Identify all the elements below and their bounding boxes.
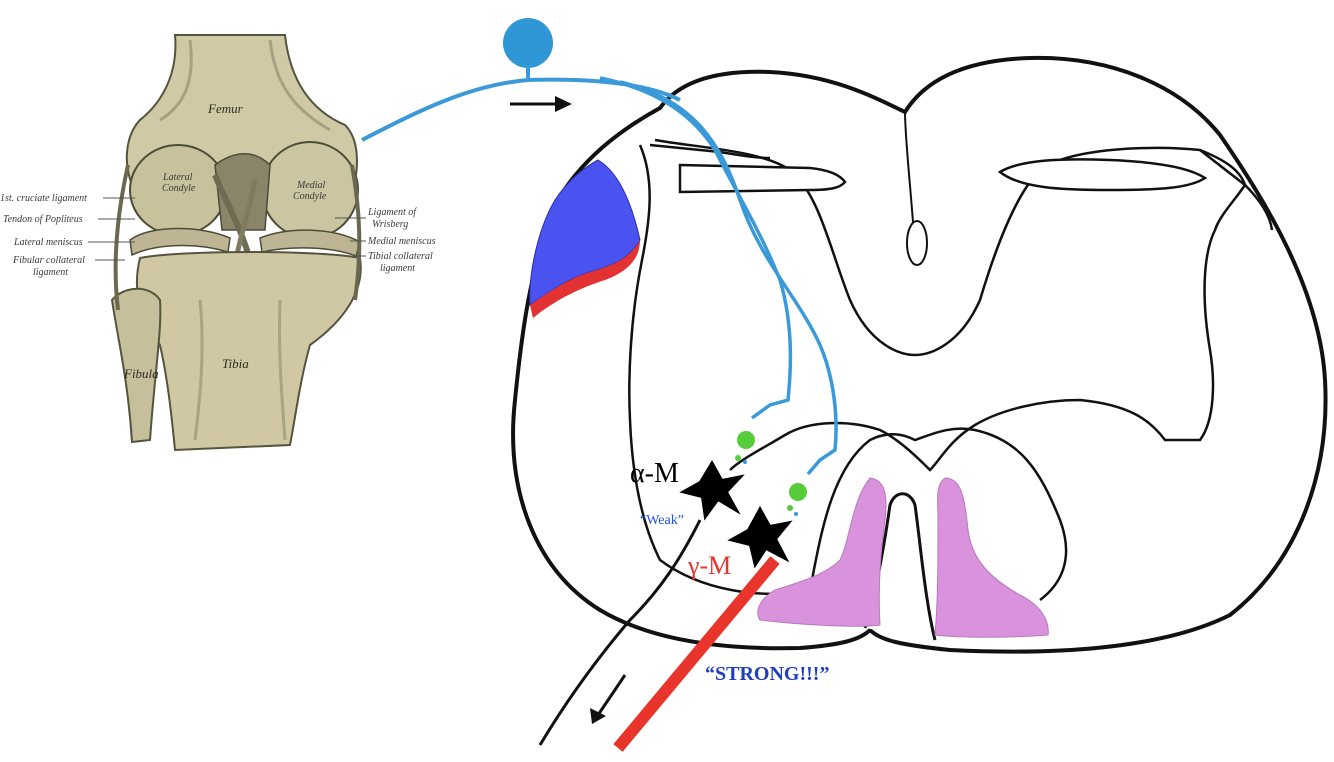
femur-label: Femur (207, 101, 244, 116)
efferent-direction-arrow (590, 674, 627, 724)
central-canal (906, 220, 928, 266)
lateral-meniscus-label: Lateral meniscus (13, 237, 83, 248)
ventral-horn-left (757, 477, 887, 627)
gamma-motor-neuron (613, 505, 793, 752)
lateral-meniscus (129, 227, 231, 257)
tibial-collateral-label-1: Tibial collateral (368, 251, 433, 262)
gamma-motor-label: γ-M (687, 551, 731, 580)
lateral-condyle-label-1: Lateral (162, 172, 193, 183)
tibia-label: Tibia (222, 356, 249, 371)
knee-illustration: Femur Tibia Fibula Lateral Condyle Media… (0, 34, 436, 452)
tibial-collateral-label-2: ligament (380, 263, 415, 274)
fibula-bone (110, 287, 162, 444)
strong-label: “STRONG!!!” (705, 663, 829, 685)
grey-matter-outline (654, 138, 1247, 472)
afferent-neuron (361, 18, 838, 476)
dorsal-tract-border (530, 240, 640, 318)
wrisberg-label-1: Ligament of (367, 207, 417, 218)
ventral-horn-right (934, 477, 1049, 638)
alpha-motor-label: α-M (630, 458, 679, 489)
wrisberg-label-2: Wrisberg (372, 219, 408, 230)
fibular-collateral-label-2: ligament (33, 267, 68, 278)
dorsal-tract (529, 159, 641, 306)
medial-condyle-label-2: Condyle (293, 191, 327, 202)
afferent-branch-2 (619, 80, 838, 476)
alpha-motor-axon (538, 519, 702, 746)
fibula-label: Fibula (123, 366, 159, 381)
lateral-condyle-label-2: Condyle (162, 183, 196, 194)
medial-condyle-label-1: Medial (296, 180, 326, 191)
synapse-gamma (789, 483, 807, 501)
spinal-cord-section (511, 55, 1328, 654)
fibular-collateral-label-1: Fibular collateral (12, 255, 85, 266)
popliteus-tendon-label: Tendon of Popliteus (3, 214, 83, 225)
afferent-branch-1 (599, 76, 793, 420)
weak-label: “Weak” (640, 513, 684, 528)
cruciate-ligament-label: 1st. cruciate ligament (0, 193, 87, 204)
afferent-direction-arrow (510, 96, 572, 112)
synapses (735, 431, 807, 516)
gamma-motor-axon (613, 556, 780, 752)
medial-meniscus-label: Medial meniscus (367, 236, 436, 247)
synapse-alpha (737, 431, 755, 449)
alpha-motor-neuron (538, 460, 745, 746)
dorsal-root-ganglion (503, 18, 553, 68)
tibia-bone (136, 251, 362, 452)
